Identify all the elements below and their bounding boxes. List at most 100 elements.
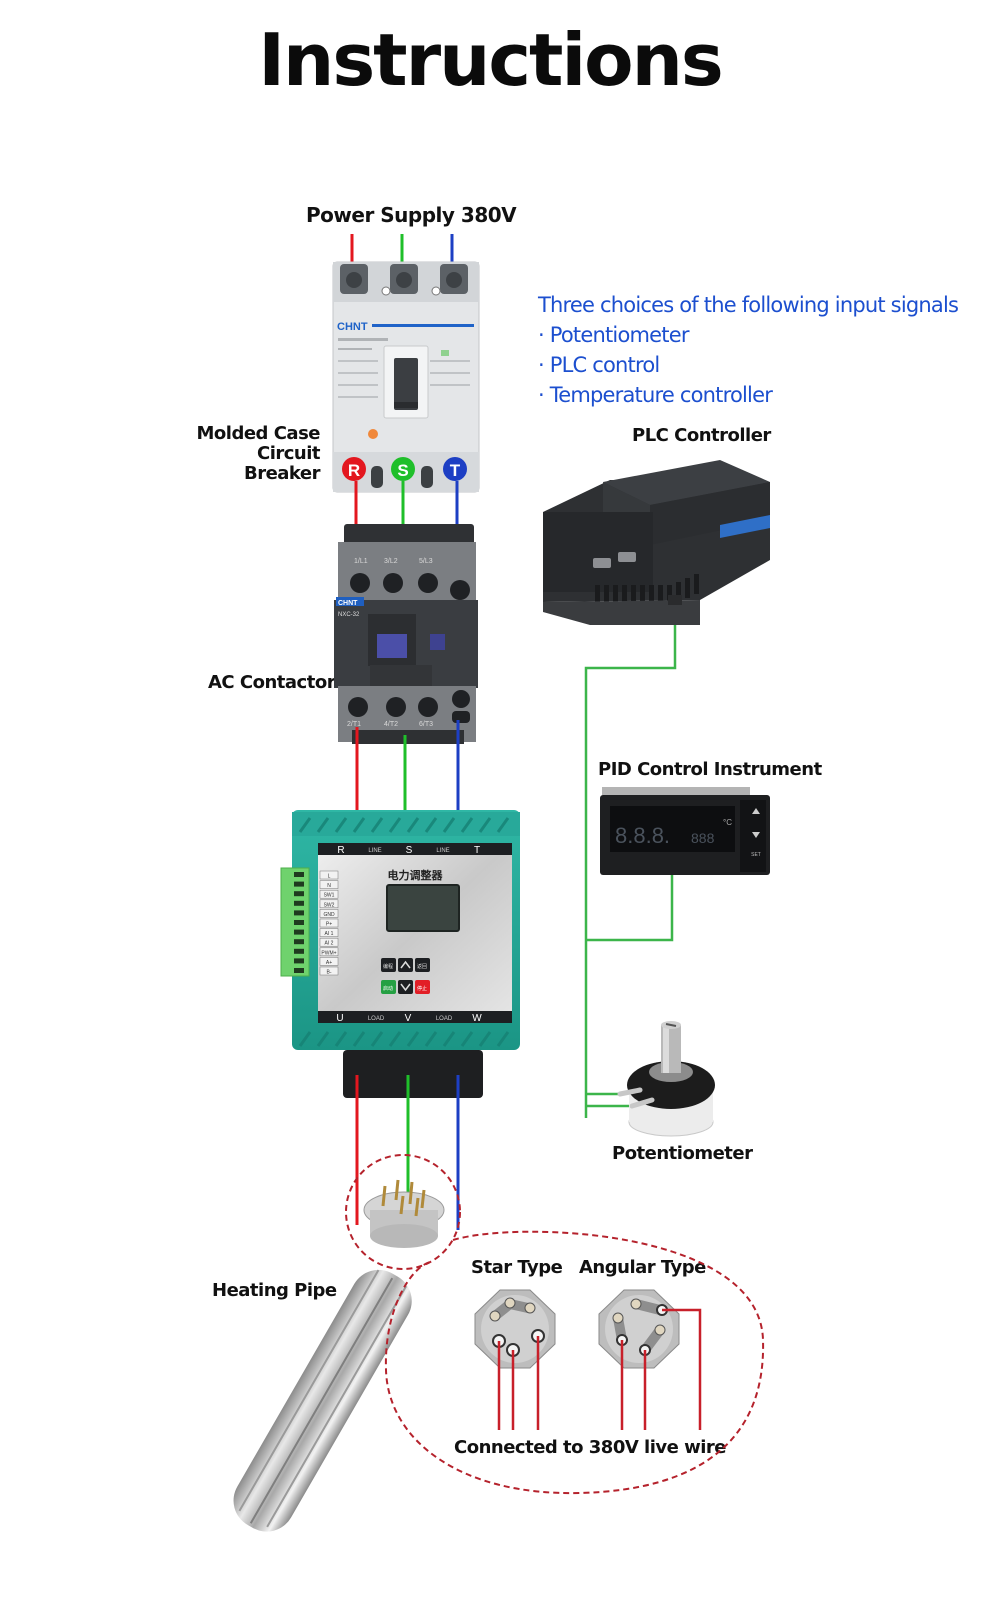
terminal-slot — [294, 968, 304, 973]
pid-controller: 8.8.8. 888 °C SET — [600, 787, 770, 875]
terminal-label-box — [319, 918, 339, 928]
supply-wires — [350, 234, 454, 272]
terminal-label-box — [319, 909, 339, 918]
terminal-label: N — [327, 883, 331, 889]
terminal-label-box — [319, 889, 339, 899]
terminal-label-box — [319, 880, 339, 889]
heater-callout-circle — [345, 1154, 461, 1270]
regulator-top-label: LINE — [436, 848, 449, 854]
power-supply-label: Power Supply 380V — [306, 203, 517, 227]
phase-badges: R S T — [342, 457, 467, 481]
terminal-label-box — [319, 957, 339, 966]
regulator-top-label: LINE — [368, 848, 381, 854]
terminal-slot — [294, 920, 304, 925]
terminal-label-box — [319, 899, 339, 909]
input-signal-option: · Temperature controller — [538, 383, 773, 407]
terminal-slot — [294, 891, 304, 897]
terminal-label: SW1 — [324, 893, 335, 899]
regulator-bottom-label: V — [405, 1013, 412, 1024]
potentiometer-label: Potentiometer — [612, 1143, 753, 1164]
heating-pipe-label: Heating Pipe — [212, 1280, 337, 1301]
angular-type-wires — [620, 1308, 702, 1430]
breaker-label-line1: Molded Case — [196, 423, 321, 444]
chevron-up-icon — [400, 960, 411, 969]
terminal-slot — [294, 910, 304, 916]
terminal-slot — [294, 948, 304, 954]
terminal-label: A+ — [326, 960, 332, 966]
pid-set-label: SET — [751, 852, 761, 858]
plc-controller — [543, 460, 770, 625]
pid-down-arrow-icon — [752, 832, 760, 838]
signal-wires — [584, 595, 677, 1118]
terminal-label: P+ — [326, 922, 332, 928]
contactor-model: NXC-32 — [338, 612, 360, 618]
regulator-program-button: 编程 — [383, 963, 393, 970]
input-signal-option: · Potentiometer — [538, 323, 689, 347]
live-wire-note: Connected to 380V live wire — [454, 1437, 727, 1458]
circuit-breaker: CHNT — [332, 261, 480, 493]
regulator-top-label: T — [474, 845, 480, 856]
contactor-terminal-top: 1/L1 — [354, 558, 368, 565]
terminal-label-box — [319, 966, 339, 976]
contactor-terminal-top: 5/L3 — [419, 558, 433, 565]
regulator-stop-button: 停止 — [417, 985, 427, 992]
terminal-label: PWM+ — [321, 950, 336, 956]
star-type-terminal — [474, 1289, 556, 1369]
regulator-bottom-label: W — [472, 1013, 482, 1024]
regulator-title: 电力调整器 — [388, 868, 444, 882]
terminal-slot — [294, 881, 304, 887]
terminal-label: L — [328, 874, 331, 880]
contactor-terminal-bottom: 4/T2 — [384, 721, 398, 728]
input-signal-option: · PLC control — [538, 353, 660, 377]
terminal-label-box — [319, 928, 339, 937]
star-type-wires — [497, 1336, 540, 1430]
terminal-slot — [294, 872, 304, 877]
angular-type-terminal — [598, 1289, 680, 1369]
terminal-label: GND — [323, 912, 335, 918]
terminal-slot — [294, 929, 304, 935]
regulator-start-button: 启动 — [383, 985, 393, 992]
contactor-brand: CHNT — [338, 600, 358, 607]
input-signals-block: Three choices of the following input sig… — [538, 290, 959, 410]
terminal-label: AI 2 — [325, 941, 334, 947]
breaker-brand: CHNT — [337, 321, 368, 333]
breaker-to-contactor-wires — [354, 481, 459, 592]
terminal-label: B- — [327, 970, 332, 976]
pid-label: PID Control Instrument — [598, 759, 822, 780]
regulator-bottom-label: LOAD — [368, 1016, 385, 1022]
pid-sub-display: 888 — [691, 830, 715, 846]
chevron-down-icon — [400, 983, 411, 992]
regulator-top-label: R — [337, 845, 344, 856]
terminal-slot — [294, 939, 304, 945]
power-regulator: R LINE S LINE T U LOAD V LOAD W 电力调整器 编程… — [280, 810, 520, 1098]
phase-badge-r: R — [348, 461, 360, 480]
ac-contactor: 1/L1 3/L2 5/L3 CHNT NXC-32 2/T1 4/T2 6/T… — [334, 524, 478, 744]
regulator-back-button: 返回 — [417, 963, 427, 970]
input-signals-heading: Three choices of the following input sig… — [538, 293, 959, 317]
star-type-label: Star Type — [471, 1257, 563, 1278]
terminal-label-box — [319, 870, 339, 880]
pid-unit: °C — [723, 818, 732, 827]
breaker-label: Molded Case Circuit Breaker — [196, 423, 321, 484]
plc-label: PLC Controller — [632, 425, 771, 446]
terminal-label-box — [319, 947, 339, 957]
pid-up-arrow-icon — [752, 808, 760, 814]
contactor-terminal-top: 3/L2 — [384, 558, 398, 565]
heating-pipe — [233, 1179, 445, 1532]
regulator-top-label: S — [406, 845, 413, 856]
contactor-label: AC Contactor — [208, 672, 336, 693]
regulator-to-heater-wires — [355, 1075, 460, 1230]
regulator-bottom-label: LOAD — [436, 1016, 453, 1022]
regulator-bottom-label: U — [336, 1013, 343, 1024]
contactor-to-regulator-wires — [355, 720, 460, 815]
page-title: Instructions — [258, 18, 723, 102]
angular-type-label: Angular Type — [579, 1257, 706, 1278]
terminal-slot — [294, 900, 304, 906]
terminal-label-box — [319, 937, 339, 947]
terminal-label: SW2 — [324, 902, 335, 908]
phase-badge-s: S — [397, 461, 408, 480]
breaker-label-line2: Circuit Breaker — [243, 443, 321, 484]
terminal-label: AI 1 — [325, 931, 334, 937]
